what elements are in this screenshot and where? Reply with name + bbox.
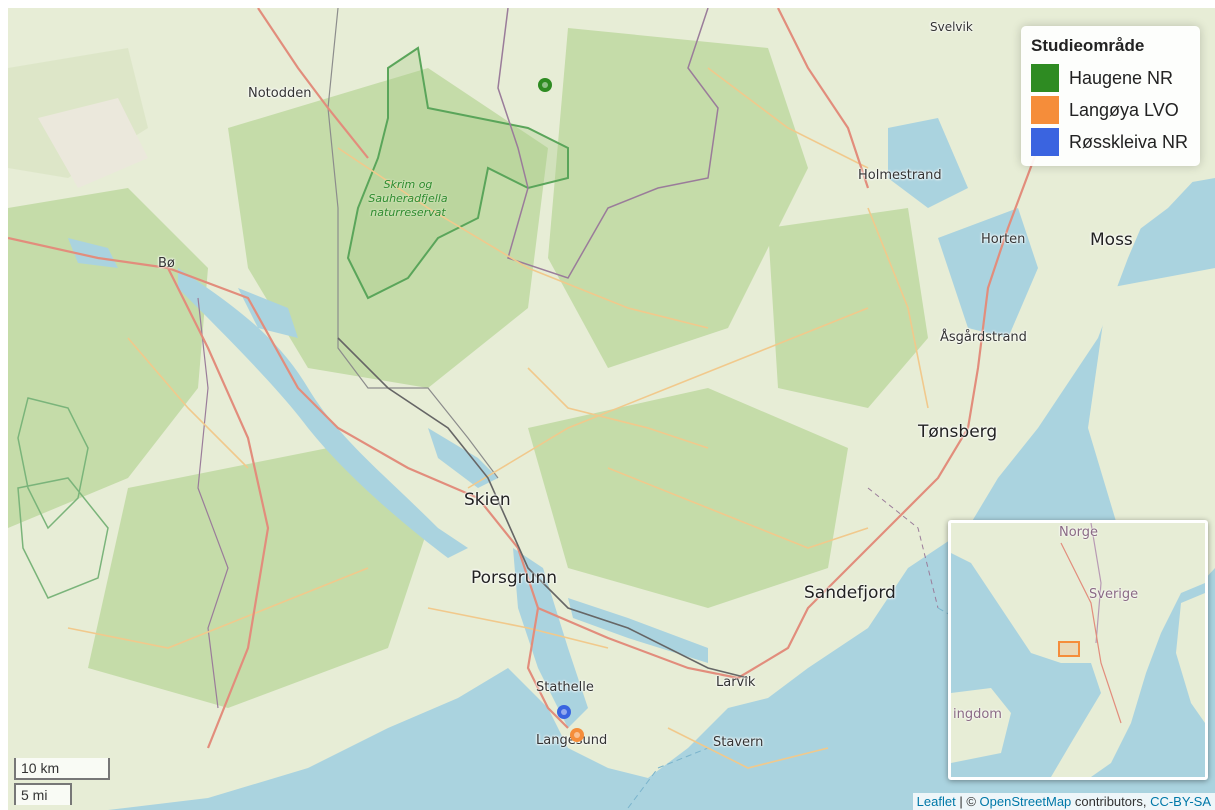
place-label-horten: Horten: [981, 232, 1026, 247]
minimap-label-kingdom: ingdom: [953, 707, 1002, 722]
place-label-stavern: Stavern: [713, 735, 764, 750]
place-label-holmestrand: Holmestrand: [858, 168, 942, 183]
place-label-stathelle: Stathelle: [536, 680, 594, 695]
reserve-label-line-3: naturreservat: [370, 206, 446, 219]
minimap[interactable]: Norge Sverige ingdom: [948, 520, 1208, 780]
place-label-svelvik: Svelvik: [930, 20, 973, 34]
legend-item-langoya: Langøya LVO: [1030, 94, 1188, 126]
attribution-contributors: contributors,: [1071, 794, 1151, 809]
legend-item-rosskleiva: Røsskleiva NR: [1030, 126, 1188, 158]
place-label-moss: Moss: [1090, 230, 1133, 250]
legend-title: Studieområde: [1030, 36, 1145, 55]
leaflet-link[interactable]: Leaflet: [916, 794, 956, 809]
place-label-larvik: Larvik: [716, 675, 756, 690]
map-tiles: [8, 8, 1215, 810]
reserve-label-line-1: Skrim og: [383, 178, 433, 191]
legend: Studieområde Haugene NR Langøya LVO Røss…: [1020, 26, 1200, 166]
map-viewport[interactable]: Notodden Svelvik Holmestrand Moss Horten…: [8, 8, 1215, 810]
place-label-langesund: Langesund: [536, 733, 608, 748]
place-label-sandefjord: Sandefjord: [804, 583, 896, 603]
minimap-label-sverige: Sverige: [1089, 587, 1139, 602]
legend-item-haugene: Haugene NR: [1030, 62, 1188, 94]
place-label-skien: Skien: [464, 490, 511, 510]
scale-bar-metric: 10 km: [14, 758, 110, 780]
osm-link[interactable]: OpenStreetMap: [979, 794, 1072, 809]
reserve-label-line-2: Sauheradfjella: [368, 192, 448, 205]
scale-bar-imperial: 5 mi: [14, 783, 72, 805]
legend-label-rosskleiva: Røsskleiva NR: [1068, 131, 1188, 152]
minimap-viewport-rect[interactable]: [1058, 641, 1080, 657]
legend-swatch-rosskleiva: [1030, 128, 1059, 156]
attribution-separator: | ©: [955, 794, 980, 809]
place-label-notodden: Notodden: [248, 86, 312, 101]
reserve-label: Skrim og Sauheradfjella naturreservat: [358, 178, 458, 220]
license-link[interactable]: CC-BY-SA: [1150, 794, 1211, 809]
legend-swatch-haugene: [1030, 64, 1059, 92]
marker-haugene-nr[interactable]: [538, 78, 552, 92]
legend-swatch-langoya: [1030, 96, 1059, 124]
place-label-asgardstrand: Åsgårdstrand: [940, 330, 1027, 345]
minimap-label-norge: Norge: [1059, 525, 1099, 540]
marker-langoya-lvo[interactable]: [570, 728, 584, 742]
attribution: Leaflet | © OpenStreetMap contributors, …: [912, 793, 1215, 810]
legend-label-haugene: Haugene NR: [1068, 67, 1174, 88]
marker-rosskleiva-nr[interactable]: [557, 705, 571, 719]
legend-label-langoya: Langøya LVO: [1068, 99, 1179, 120]
place-label-tonsberg: Tønsberg: [918, 422, 998, 442]
place-label-bo: Bø: [158, 256, 175, 271]
place-label-porsgrunn: Porsgrunn: [471, 568, 557, 588]
